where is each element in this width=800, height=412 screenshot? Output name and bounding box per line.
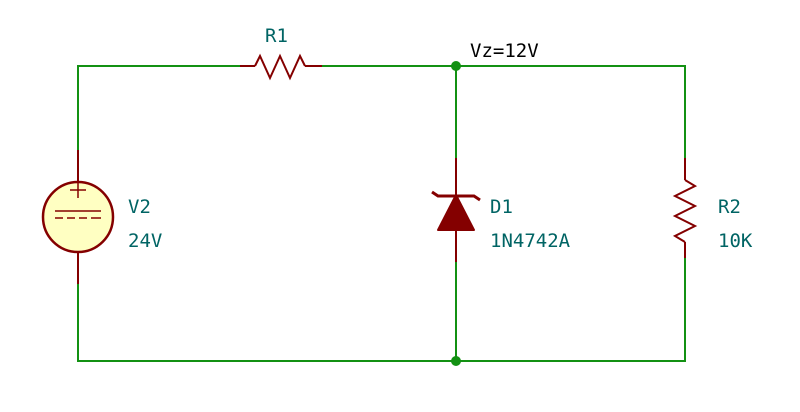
net-label-vz: Vz=12V (470, 40, 539, 62)
r1-reference-label: R1 (265, 25, 288, 47)
wires (77, 65, 686, 362)
junction-top (451, 61, 461, 71)
d1-reference-label: D1 (490, 196, 513, 218)
resistor-icon (672, 179, 698, 243)
zener-diode-icon (437, 194, 475, 231)
voltage-source-v2[interactable] (41, 150, 115, 284)
resistor-zigzag-icon (254, 53, 306, 81)
wire-bottom-right (456, 258, 686, 362)
wire-top-right (456, 65, 686, 158)
v2-value-label: 24V (128, 230, 162, 252)
wire-top-left (77, 65, 240, 150)
r2-value-label: 10K (718, 230, 753, 252)
zener-cathode-bar (431, 190, 481, 202)
v2-reference-label: V2 (128, 196, 151, 218)
resistor-r1[interactable] (240, 53, 322, 81)
r2-reference-label: R2 (718, 196, 741, 218)
resistor-r2[interactable] (672, 158, 698, 258)
zener-diode-d1[interactable] (431, 158, 481, 262)
wire-bottom-left (77, 284, 456, 362)
d1-value-label: 1N4742A (490, 230, 571, 252)
junction-bottom (451, 356, 461, 366)
